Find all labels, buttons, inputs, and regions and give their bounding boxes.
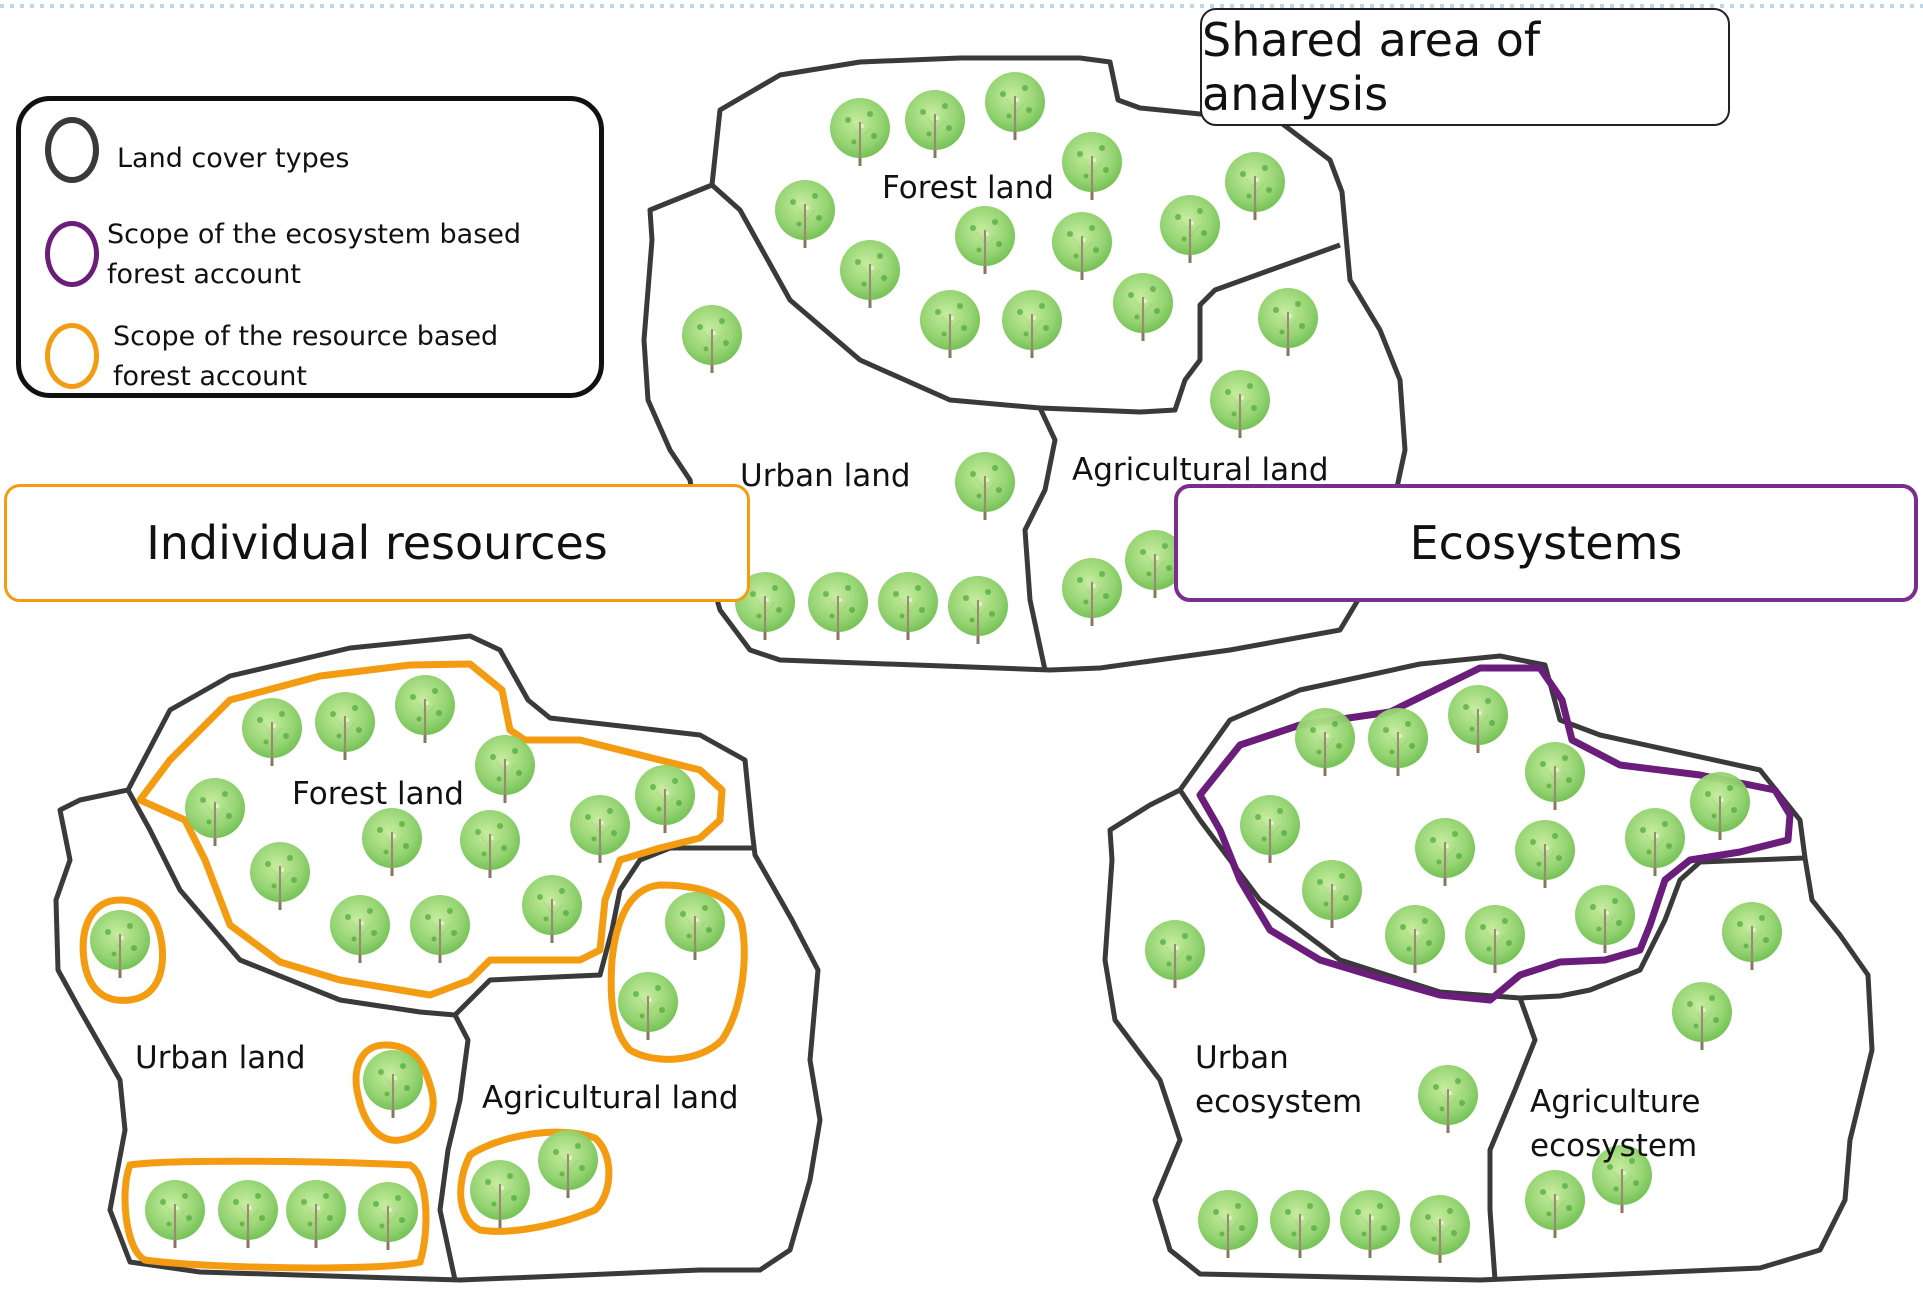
ecosystem-urban-agri-boundary <box>1487 997 1538 1281</box>
individual-outer-outline <box>53 633 823 1283</box>
shared-panel: Forest land Urban land Agricultural land <box>641 55 1408 673</box>
individual-agri-label: Agricultural land <box>482 1080 739 1116</box>
resource-scope-urban-row <box>121 1157 430 1272</box>
legend-label-land-cover: Land cover types <box>117 143 350 174</box>
ecosystem-agri-label-1: Agriculture <box>1530 1084 1701 1120</box>
individual-resources-title-box: Individual resources <box>4 484 750 602</box>
resource-scope-forest <box>136 660 726 999</box>
individual-forest-boundary <box>125 788 752 1018</box>
resource-scope-urban-center-tree <box>352 1041 437 1144</box>
legend-ring-resource-icon <box>45 323 99 389</box>
individual-forest-label: Forest land <box>292 776 464 812</box>
individual-urban-label: Urban land <box>135 1040 306 1076</box>
resource-scope-agri-upper <box>607 881 748 1063</box>
legend-ring-ecosystem-icon <box>45 221 99 287</box>
shared-forest-boundary <box>710 183 1341 415</box>
legend-label-ecosystem: Scope of the ecosystem based forest acco… <box>107 219 522 290</box>
ecosystem-urban-label-1: Urban <box>1195 1040 1289 1076</box>
ecosystems-title: Ecosystems <box>1409 516 1683 570</box>
ecosystem-forest-boundary <box>1177 788 1806 1001</box>
shared-area-title: Shared area of analysis <box>1202 13 1541 121</box>
shared-urban-label: Urban land <box>740 458 911 494</box>
individual-urban-agri-boundary <box>437 1013 471 1281</box>
shared-agri-label: Agricultural land <box>1072 452 1329 488</box>
legend-label-resource: Scope of the resource based forest accou… <box>113 321 499 392</box>
shared-area-title-box: Shared area of analysis <box>1200 8 1730 126</box>
ecosystems-title-box: Ecosystems <box>1174 484 1918 602</box>
ecosystem-agri-label-2: ecosystem <box>1530 1128 1697 1164</box>
shared-urban-agri-boundary <box>1022 406 1058 671</box>
resource-scope-agri-lower <box>457 1128 613 1235</box>
legend-ring-land-cover-icon <box>45 117 99 183</box>
individual-panel: Forest land Urban land Agricultural land <box>53 633 823 1283</box>
shared-forest-label: Forest land <box>882 170 1054 206</box>
ecosystem-scope-forest <box>1196 664 1794 1004</box>
resource-scope-urban-tree <box>79 896 167 1004</box>
legend: Land cover types Scope of the ecosystem … <box>16 96 604 398</box>
individual-resources-title: Individual resources <box>146 516 608 570</box>
ecosystem-urban-label-2: ecosystem <box>1195 1084 1362 1120</box>
ecosystems-panel: Urban ecosystem Agriculture ecosystem <box>1102 653 1875 1283</box>
